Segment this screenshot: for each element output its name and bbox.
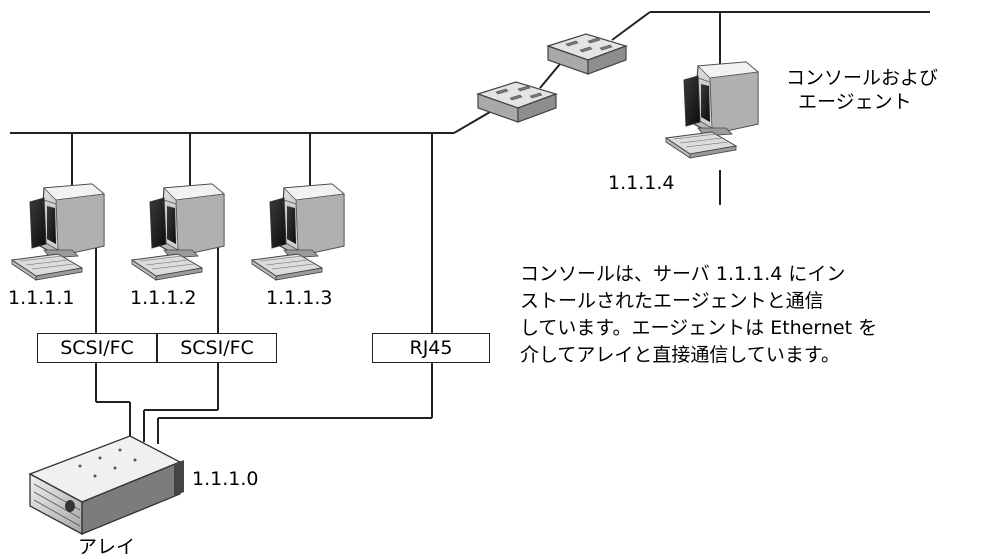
console-computer (665, 61, 759, 159)
host-1-ip: 1.1.1.1 (8, 287, 75, 309)
rj45-box: RJ45 (372, 333, 490, 363)
description-line-1: コンソールは、サーバ 1.1.1.4 にイン (520, 263, 846, 285)
network-switch-1 (477, 81, 557, 123)
console-label-line1: コンソールおよび (786, 67, 939, 89)
host-computer-3 (251, 183, 345, 281)
lan-backbone (10, 11, 930, 134)
network-switch-2 (547, 33, 627, 75)
host-computer-2 (131, 183, 225, 281)
storage-array (28, 435, 184, 536)
array-ip: 1.1.1.0 (192, 468, 259, 490)
host-drop-lines (71, 12, 721, 333)
console-ip: 1.1.1.4 (608, 172, 675, 194)
array-links (95, 236, 433, 444)
host-2-ip: 1.1.1.2 (130, 287, 197, 309)
description-line-4: 介してアレイと直接通信しています。 (520, 344, 840, 366)
host-3-ip: 1.1.1.3 (266, 287, 333, 309)
host-computer-1 (11, 183, 105, 281)
scsi-fc-box-1: SCSI/FC (37, 333, 157, 363)
array-label: アレイ (78, 536, 136, 558)
console-label-line2: エージェント (798, 91, 912, 113)
scsi-fc-box-2: SCSI/FC (157, 333, 277, 363)
description-line-3: しています。エージェントは Ethernet を (520, 317, 878, 339)
description-line-2: ストールされたエージェントと通信 (520, 290, 824, 312)
